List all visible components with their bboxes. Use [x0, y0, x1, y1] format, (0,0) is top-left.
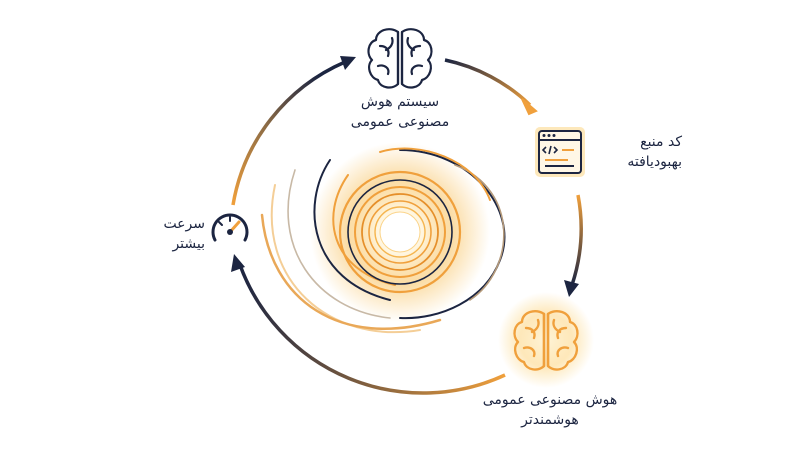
code-window-icon	[535, 127, 585, 177]
arrow-head-smarter-to-speed	[231, 254, 245, 272]
node-smarter-agi: هوش مصنوعی عمومی هوشمندتر	[470, 390, 630, 430]
node-improved-code: کد منبع بهبودیافته	[592, 132, 682, 172]
central-spiral	[260, 142, 506, 334]
node-agi-system-line1: سیستم هوش	[360, 94, 440, 110]
node-smarter-agi-line1: هوش مصنوعی عمومی	[482, 392, 618, 408]
node-smarter-agi-line2: هوشمندتر	[521, 412, 579, 428]
node-agi-system: سیستم هوش مصنوعی عمومی	[330, 92, 470, 132]
arrow-head-agi-to-code	[521, 98, 538, 116]
node-improved-code-line2: بهبودیافته	[627, 154, 682, 170]
node-faster-speed-line1: سرعت	[163, 216, 205, 232]
node-faster-speed-line2: بیشتر	[172, 236, 205, 252]
node-agi-system-line2: مصنوعی عمومی	[350, 114, 450, 130]
glowing-brain-icon	[498, 292, 594, 388]
arrow-head-code-to-smarter	[564, 280, 579, 297]
brain-icon	[367, 28, 433, 89]
arrow-head-speed-to-agi	[340, 56, 356, 70]
node-improved-code-line1: کد منبع	[640, 134, 682, 150]
arc-code-to-smarter	[570, 194, 583, 286]
speedometer-icon	[211, 213, 249, 242]
arc-smarter-to-speed	[238, 264, 506, 395]
node-faster-speed: سرعت بیشتر	[140, 214, 205, 254]
arc-speed-to-agi	[231, 60, 346, 206]
